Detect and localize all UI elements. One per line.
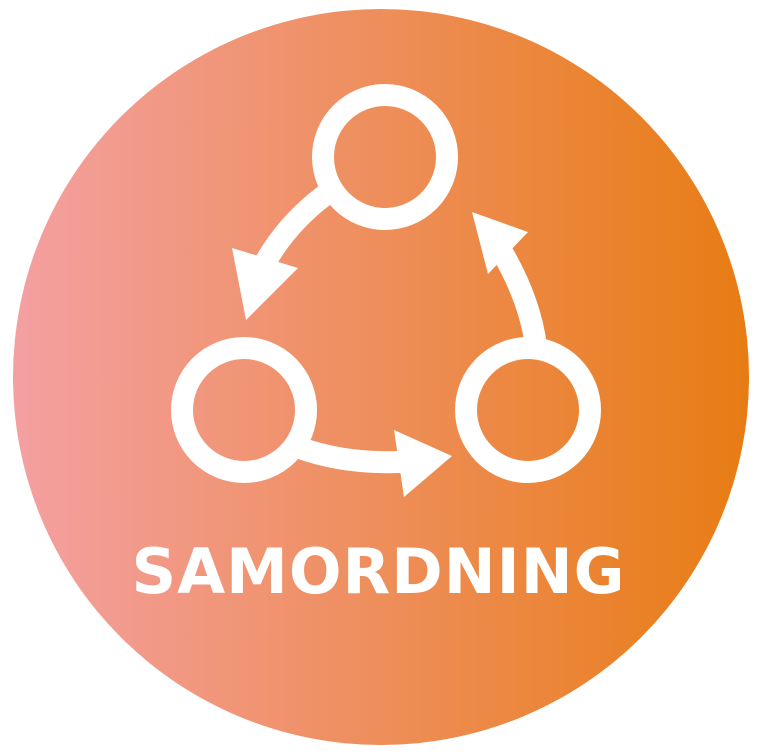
badge-label: SAMORDNING [131,535,626,608]
arrow-down-left-icon [232,248,298,320]
arrow-up-icon [472,212,528,274]
arc-left-to-right [289,437,411,474]
arrowheads [232,212,528,497]
arrow-right-icon [394,430,452,497]
badge-circle [13,9,749,745]
cycle-of-three-circles-icon [171,84,601,483]
arc-right-to-top [491,241,547,357]
top-node-icon [312,84,458,230]
left-node-icon [171,337,317,483]
